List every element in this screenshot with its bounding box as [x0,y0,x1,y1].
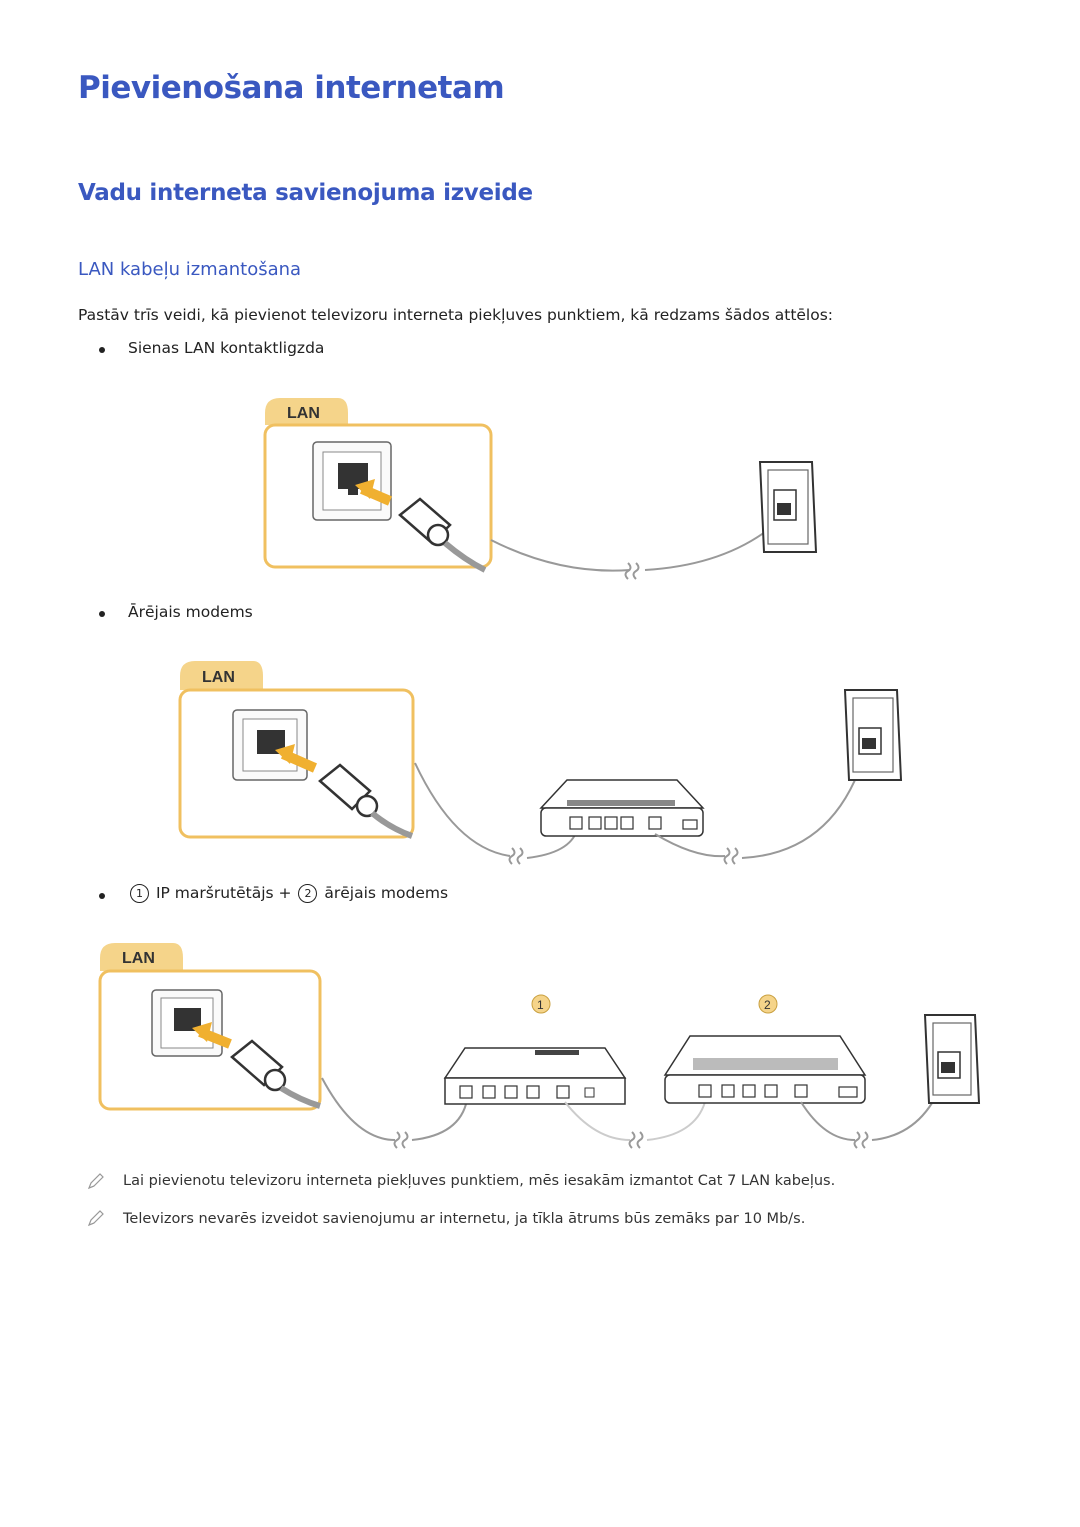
modem-icon [539,779,705,837]
wall-jack-icon [758,461,818,553]
arrow-head-icon [192,1022,212,1042]
lan-tab [100,943,183,971]
intro-paragraph: Pastāv trīs veidi, kā pievienot televizo… [78,306,834,324]
lan-tab-label: LAN [122,950,155,967]
wall-jack-icon [843,689,903,781]
lan-cable-inner [279,1085,321,1109]
cable [741,752,866,859]
cable [564,1101,631,1141]
cable [490,539,631,572]
lan-callout: LAN [178,661,415,839]
cable [644,519,781,571]
option-wall-jack: Sienas LAN kontaktligzda [128,339,325,357]
bullet-dot [99,893,105,899]
modem-number-badge: 2 [298,884,318,903]
lan-port-icon [232,709,308,781]
router-icon [443,1047,627,1105]
lan-port-icon [312,441,392,521]
router-badge-label: 1 [537,998,544,1012]
cable-break-icon [628,1131,644,1149]
note-network-speed: Televizors nevarēs izveidot savienojumu … [123,1211,806,1227]
option-external-modem: Ārējais modems [128,603,253,621]
cable [414,762,511,857]
arrow-head-icon [355,479,375,499]
modem-badge-icon [758,994,778,1014]
cable [654,833,726,858]
cable-break-icon [624,562,640,580]
lan-plug-icon [230,1039,287,1092]
bullet-dot [99,347,105,353]
note-pencil-icon [87,1210,104,1227]
cable [321,1077,396,1141]
lan-cable-inner [443,540,487,573]
subsection-title: LAN kabeļu izmantošana [78,259,302,280]
lan-tab [180,661,263,690]
diagram-external-modem: LAN [178,661,903,865]
router-badge-icon [531,994,551,1014]
option-modem-text: ārējais modems [324,884,449,902]
modem-icon [663,1035,867,1104]
cable-break-icon [508,847,524,865]
note-cable-recommendation: Lai pievienotu televizoru interneta piek… [123,1173,836,1189]
cable-break-icon [723,847,739,865]
option-router-text: IP maršrutētājs + [155,884,292,902]
cable-break-icon [853,1131,869,1149]
section-title: Vadu interneta savienojuma izveide [78,180,533,206]
lan-plug-icon [318,763,379,818]
lan-tab [265,398,348,425]
lan-callout: LAN [98,943,322,1111]
cable-break-icon [393,1131,409,1149]
lan-plug-icon [398,497,452,547]
note-pencil-icon [87,1173,104,1190]
cable [411,1099,468,1141]
option-router-and-modem: 1 IP maršrutētājs + 2 ārējais modems [128,884,448,903]
lan-callout: LAN [263,398,493,573]
lan-tab-label: LAN [202,669,235,686]
bullet-dot [99,611,105,617]
cable [800,1101,856,1141]
modem-badge-label: 2 [764,998,771,1012]
arrow-head-icon [275,744,295,764]
diagram-wall-jack: LAN [263,398,818,580]
cable [646,1101,706,1141]
router-number-badge: 1 [130,884,149,903]
lan-tab-label: LAN [287,405,320,422]
lan-cable-inner [370,810,414,839]
page-title: Pievienošana internetam [78,70,505,106]
wall-jack-icon [923,1014,981,1104]
diagram-router-and-modem: LAN 1 2 [98,943,981,1149]
